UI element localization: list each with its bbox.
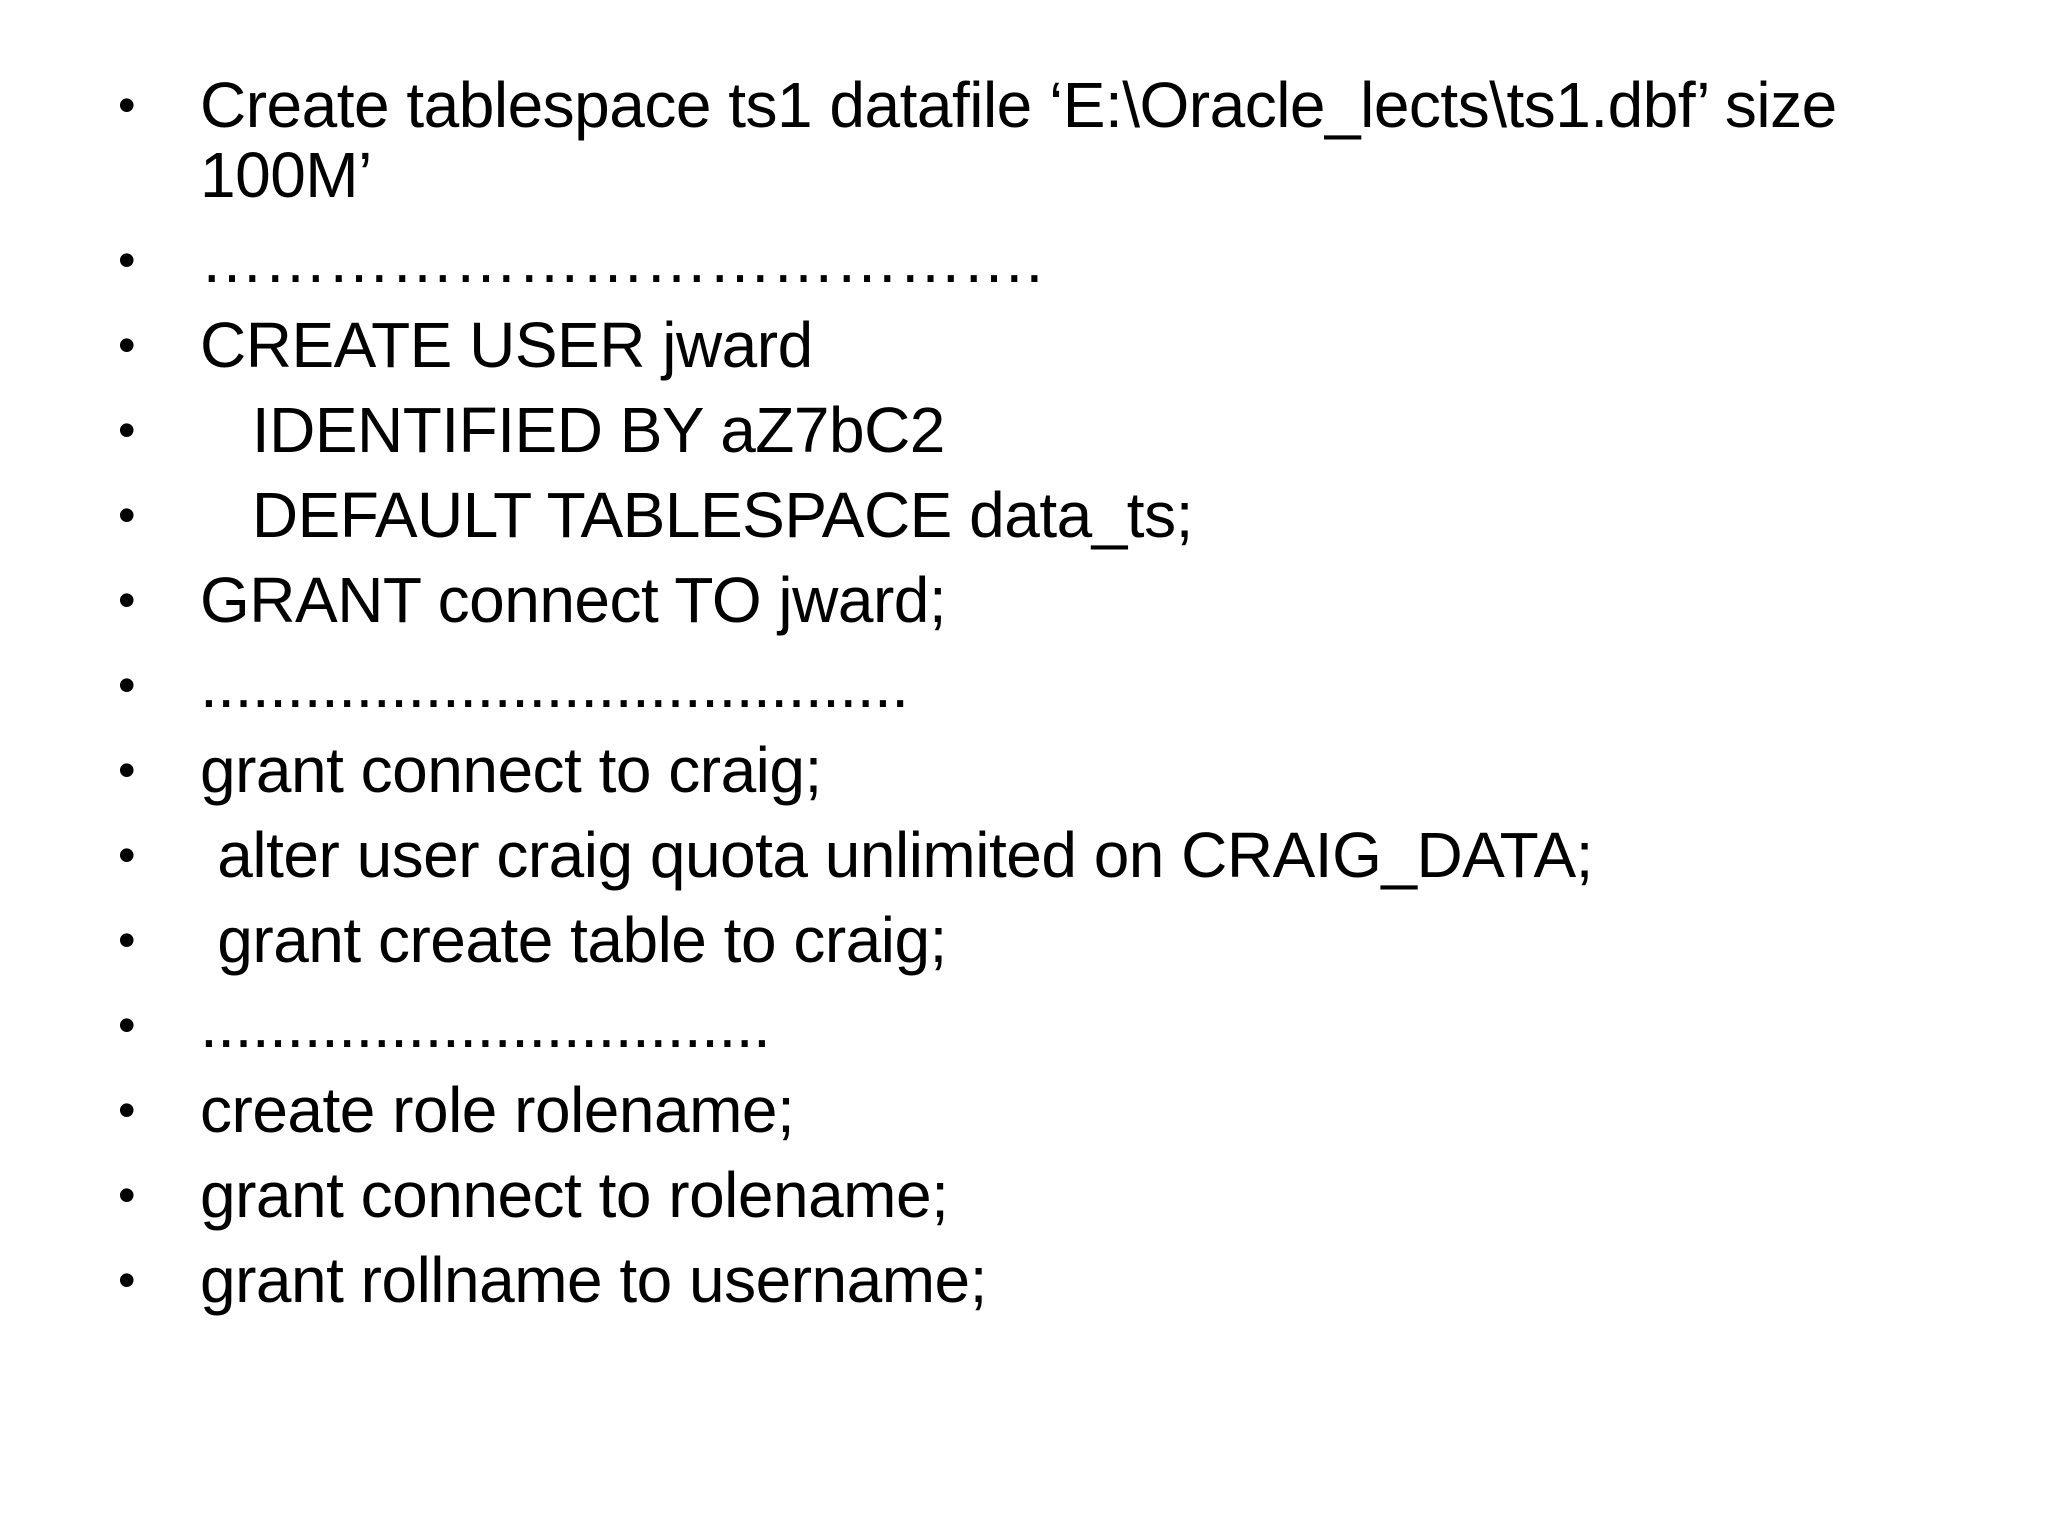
bullet-item: • grant connect to craig; <box>118 735 2008 805</box>
bullet-item: • grant create table to craig; <box>118 905 2008 975</box>
bullet-icon: • <box>118 317 136 373</box>
bullet-icon: • <box>118 657 136 713</box>
bullet-text: DEFAULT TABLESPACE data_ts; <box>200 479 1194 551</box>
bullet-item: • ................................. <box>118 990 2008 1060</box>
bullet-item: • grant rollname to username; <box>118 1245 2008 1315</box>
bullet-list: • Create tablespace ts1 datafile ‘E:\Ora… <box>118 70 2008 1330</box>
bullet-icon: • <box>118 997 136 1053</box>
bullet-text: Create tablespace ts1 datafile ‘E:\Oracl… <box>200 69 1837 211</box>
bullet-text: GRANT connect TO jward; <box>200 564 947 636</box>
bullet-item: • DEFAULT TABLESPACE data_ts; <box>118 480 2008 550</box>
bullet-icon: • <box>118 827 136 883</box>
bullet-item: • GRANT connect TO jward; <box>118 565 2008 635</box>
bullet-text-dots: ................................. <box>200 989 771 1061</box>
bullet-text: IDENTIFIED BY aZ7bC2 <box>200 394 946 466</box>
bullet-icon: • <box>118 742 136 798</box>
bullet-item: • …………………………………. <box>118 225 2008 295</box>
bullet-icon: • <box>118 1167 136 1223</box>
bullet-icon: • <box>118 1252 136 1308</box>
bullet-text-dots: …………………………………. <box>200 224 1043 296</box>
bullet-item: • alter user craig quota unlimited on CR… <box>118 820 2008 890</box>
bullet-icon: • <box>118 402 136 458</box>
bullet-icon: • <box>118 487 136 543</box>
bullet-text: alter user craig quota unlimited on CRAI… <box>200 819 1593 891</box>
bullet-text: grant connect to rolename; <box>200 1159 949 1231</box>
bullet-text: CREATE USER jward <box>200 309 813 381</box>
bullet-icon: • <box>118 912 136 968</box>
bullet-item: • create role rolename; <box>118 1075 2008 1145</box>
bullet-item: • CREATE USER jward <box>118 310 2008 380</box>
bullet-icon: • <box>118 232 136 288</box>
bullet-icon: • <box>118 77 136 133</box>
bullet-text: grant connect to craig; <box>200 734 822 806</box>
bullet-item: • IDENTIFIED BY aZ7bC2 <box>118 395 2008 465</box>
bullet-text: grant rollname to username; <box>200 1244 987 1316</box>
bullet-icon: • <box>118 572 136 628</box>
bullet-item: • grant connect to rolename; <box>118 1160 2008 1230</box>
bullet-text-dots: ........................................… <box>200 649 909 721</box>
bullet-icon: • <box>118 1082 136 1138</box>
bullet-item: • ......................................… <box>118 650 2008 720</box>
bullet-text: create role rolename; <box>200 1074 795 1146</box>
bullet-item: • Create tablespace ts1 datafile ‘E:\Ora… <box>118 70 2008 210</box>
bullet-text: grant create table to craig; <box>200 904 947 976</box>
